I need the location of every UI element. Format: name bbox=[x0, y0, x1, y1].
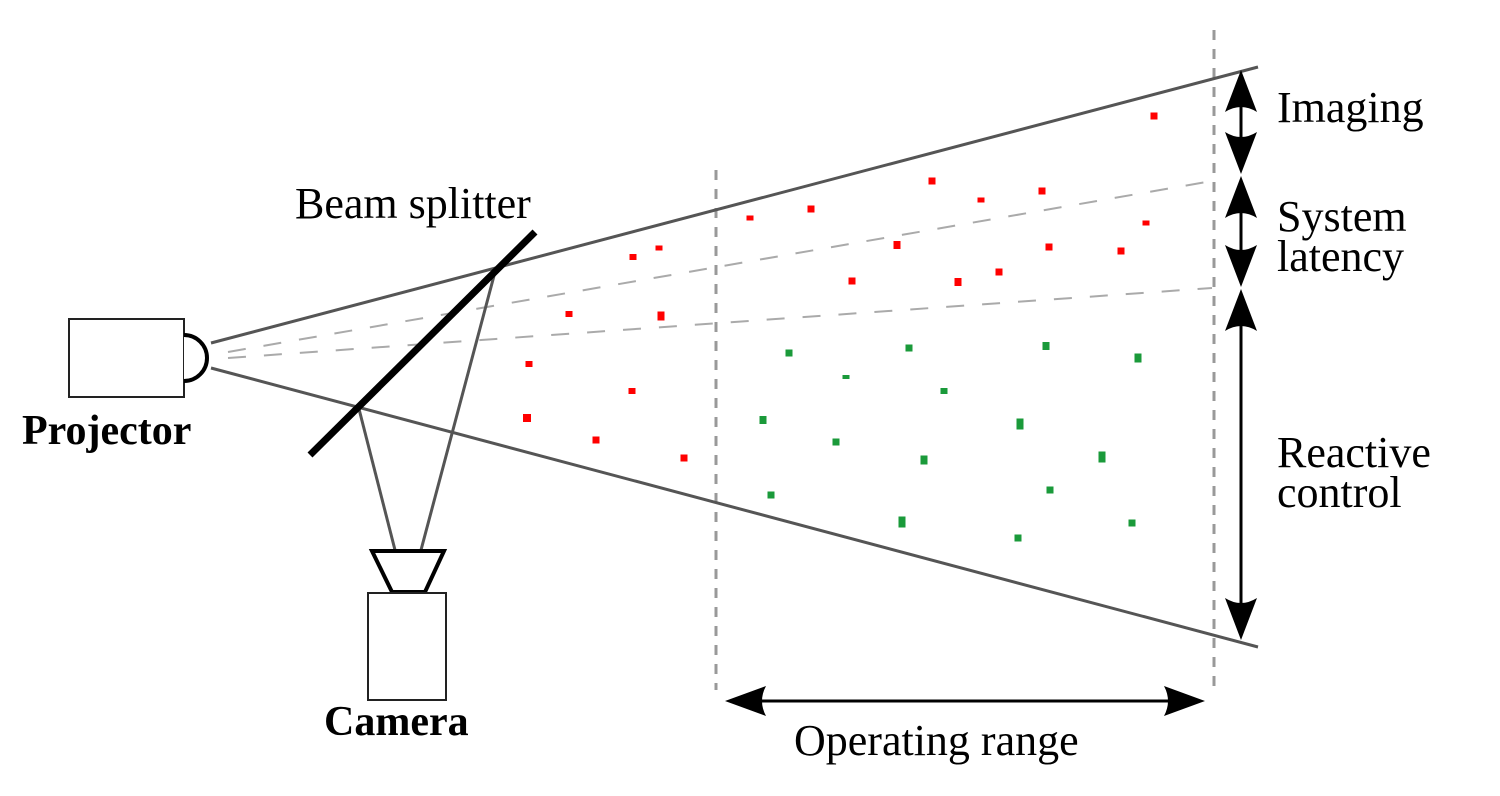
red-point bbox=[655, 245, 663, 251]
green-point bbox=[1134, 353, 1142, 363]
green-point bbox=[842, 375, 850, 379]
green-point bbox=[759, 416, 767, 424]
red-point bbox=[848, 277, 856, 285]
red-point bbox=[1045, 243, 1053, 251]
green-point bbox=[920, 455, 928, 465]
reactive-control-label-line1: Reactive bbox=[1277, 428, 1431, 477]
green-point bbox=[1128, 519, 1136, 527]
system-latency-label-line2: latency bbox=[1277, 232, 1404, 281]
reactive-control-label-line2: control bbox=[1277, 468, 1402, 517]
red-point bbox=[995, 268, 1003, 276]
beam-upper-edge bbox=[210, 65, 1259, 345]
green-point bbox=[785, 349, 793, 357]
red-point bbox=[657, 311, 665, 321]
reactive-control-arrow bbox=[1225, 289, 1257, 640]
red-point bbox=[1117, 247, 1125, 255]
green-point bbox=[832, 438, 840, 446]
beam-splitter-label: Beam splitter bbox=[295, 179, 531, 228]
green-points-group bbox=[759, 342, 1142, 542]
beam-splitter bbox=[307, 229, 538, 458]
green-point bbox=[1016, 418, 1024, 430]
red-point bbox=[954, 278, 962, 286]
green-point bbox=[1014, 534, 1022, 542]
red-point bbox=[523, 414, 531, 422]
camera-ray-lower bbox=[357, 408, 397, 551]
red-points-group bbox=[523, 112, 1158, 462]
system-latency-arrow bbox=[1225, 176, 1257, 287]
camera-ray-upper bbox=[419, 271, 497, 551]
latency-upper-guide bbox=[227, 180, 1213, 353]
red-point bbox=[680, 454, 688, 462]
camera-label: Camera bbox=[324, 699, 469, 745]
red-point bbox=[746, 215, 754, 221]
projector-label: Projector bbox=[22, 408, 191, 454]
red-point bbox=[1038, 187, 1046, 195]
green-point bbox=[905, 344, 913, 352]
green-point bbox=[1042, 342, 1050, 350]
green-point bbox=[767, 491, 775, 499]
imaging-label: Imaging bbox=[1277, 83, 1424, 132]
green-point bbox=[898, 516, 906, 528]
green-point bbox=[1098, 451, 1106, 463]
red-point bbox=[565, 311, 573, 317]
projector-icon bbox=[68, 318, 209, 398]
operating-range-label: Operating range bbox=[794, 716, 1079, 765]
camera-icon bbox=[367, 549, 448, 701]
red-point bbox=[525, 361, 533, 367]
operating-range-arrow bbox=[725, 686, 1205, 716]
red-point bbox=[807, 205, 815, 213]
red-point bbox=[1142, 220, 1150, 226]
system-latency-label-line1: System bbox=[1277, 192, 1407, 241]
red-point bbox=[629, 254, 637, 260]
red-point bbox=[928, 177, 936, 185]
red-point bbox=[893, 241, 901, 249]
red-point bbox=[628, 388, 636, 394]
red-point bbox=[977, 197, 985, 203]
imaging-arrow bbox=[1225, 70, 1257, 174]
green-point bbox=[1046, 486, 1054, 494]
green-point bbox=[940, 388, 948, 394]
red-point bbox=[1150, 112, 1158, 120]
beam-lower-edge bbox=[210, 366, 1259, 649]
red-point bbox=[592, 436, 600, 444]
